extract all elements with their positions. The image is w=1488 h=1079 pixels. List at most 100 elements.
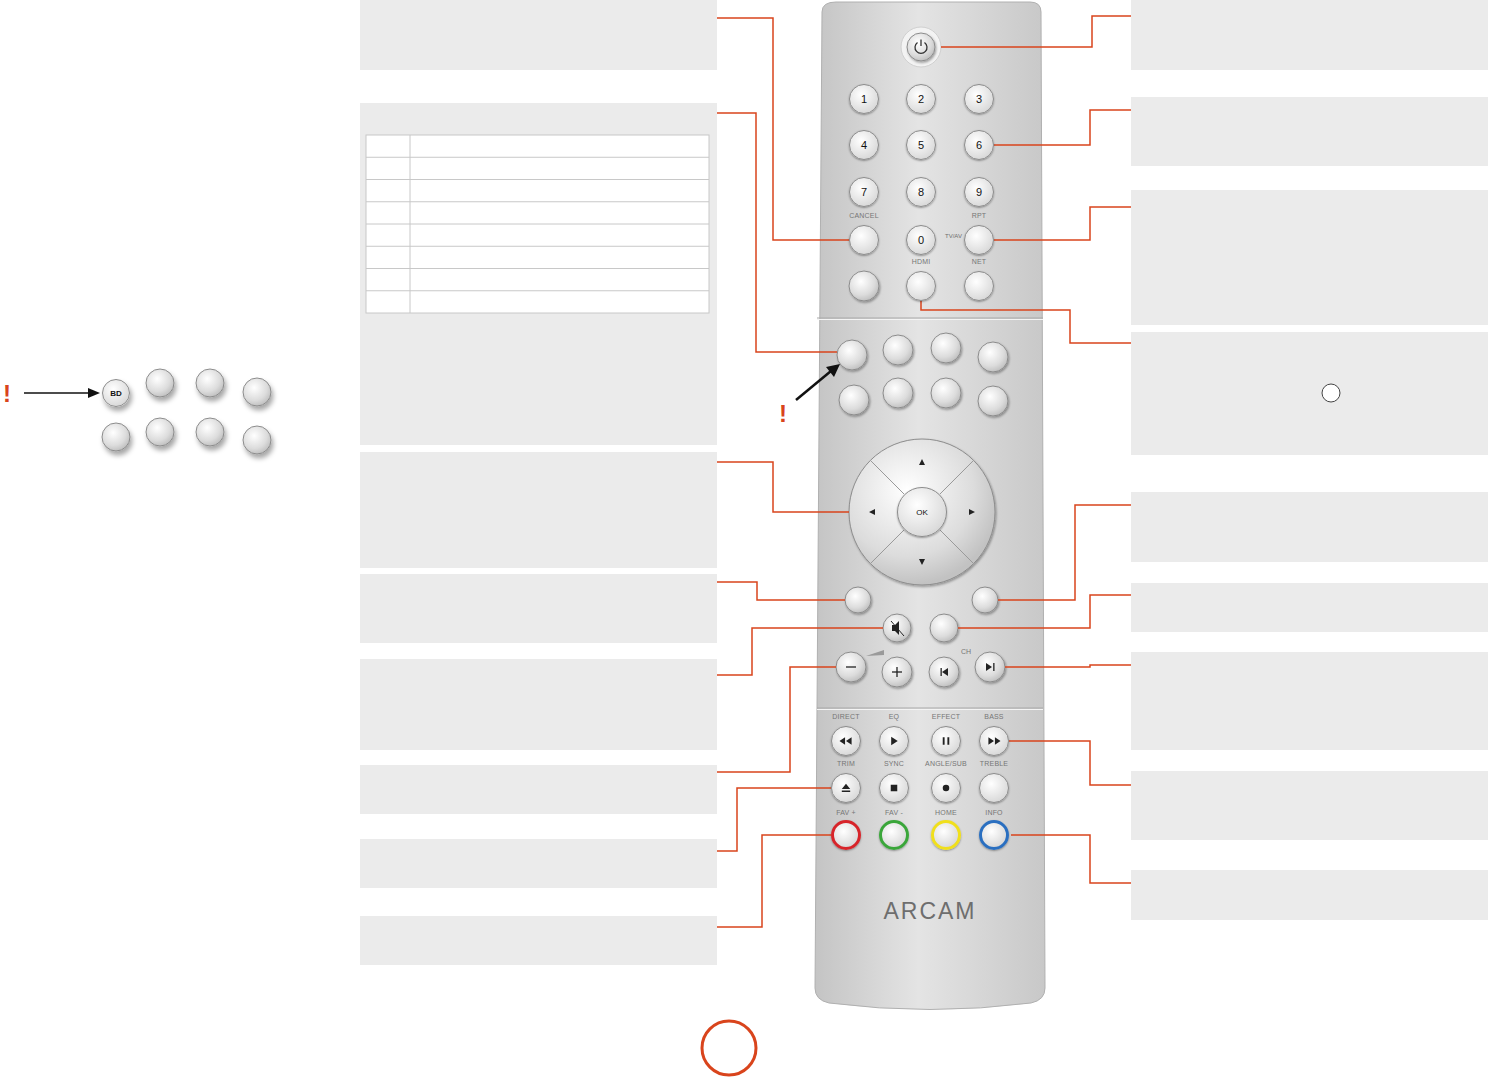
button-symbol	[980, 727, 1008, 755]
pointer-arrow	[88, 388, 100, 398]
remote-button	[883, 614, 911, 642]
panel-divider	[817, 319, 1043, 320]
button-caption: HOME	[935, 809, 957, 816]
leader-line	[717, 835, 831, 927]
button-label: 5	[918, 139, 924, 151]
button-caption: EFFECT	[932, 713, 960, 720]
red-button: FAV +	[831, 820, 861, 850]
power-button-ring	[901, 27, 941, 67]
source-button	[146, 369, 174, 397]
remote-button	[882, 657, 912, 687]
button-caption: HDMI	[912, 258, 931, 265]
remote-button	[839, 385, 869, 415]
button-symbol	[832, 727, 860, 755]
page-marker	[702, 1021, 756, 1075]
leader-line	[717, 462, 849, 512]
button-caption: TREBLE	[980, 760, 1008, 767]
callout-panel	[360, 103, 717, 445]
remote-button	[883, 335, 913, 365]
number-button: 4	[849, 130, 879, 160]
button-caption: EQ	[889, 713, 900, 720]
record-button: ANGLE/SUB	[931, 773, 961, 803]
power-symbol	[920, 40, 921, 47]
button-caption: ANGLE/SUB	[925, 760, 967, 767]
callout-panel	[360, 452, 717, 568]
leader-line	[941, 16, 1131, 47]
source-button: BD	[102, 379, 130, 407]
pointer-arrow	[24, 392, 90, 394]
callout-panel	[360, 659, 717, 750]
callout-panel	[1131, 583, 1488, 632]
remote-button	[978, 342, 1008, 372]
button-caption: BASS	[984, 713, 1003, 720]
leader-line	[958, 595, 1131, 628]
eject-button: TRIM	[831, 773, 861, 803]
callout-panel	[1131, 97, 1488, 166]
pause-button: EFFECT	[931, 726, 961, 756]
number-button: 3	[964, 84, 994, 114]
button-label: 8	[918, 186, 924, 198]
number-button: 2	[906, 84, 936, 114]
stop-button: SYNC	[879, 773, 909, 803]
button-label: 6	[976, 139, 982, 151]
remote-button	[837, 340, 867, 370]
leader-line	[1005, 665, 1131, 667]
button-label: 2	[918, 93, 924, 105]
leader-line	[994, 110, 1131, 145]
button-symbol	[932, 727, 960, 755]
leader-line	[1011, 835, 1131, 883]
button-label: 9	[976, 186, 982, 198]
ok-button: OK	[897, 487, 947, 537]
callout-panel	[360, 916, 717, 965]
panel-divider	[817, 708, 1043, 709]
remote-control: ARCAM123456789CANCEL0RPTHDMINETOKDIRECTE…	[812, 0, 1048, 1010]
empty-table	[366, 135, 709, 313]
leader-line	[717, 628, 883, 675]
panel-divider	[817, 709, 1043, 710]
callout-panel	[1131, 870, 1488, 920]
remote-body	[815, 2, 1045, 1010]
leader-line	[717, 788, 831, 851]
button-caption: TV/AV	[945, 233, 962, 239]
leader-line	[717, 113, 837, 352]
leader-line	[921, 301, 1131, 343]
callout-panel	[1131, 492, 1488, 562]
repeat-button: RPT	[964, 225, 994, 255]
leader-line	[998, 505, 1131, 600]
number-button: 6	[964, 130, 994, 160]
leader-line	[1009, 741, 1131, 785]
button-caption: TRIM	[837, 760, 855, 767]
button-caption: SYNC	[884, 760, 904, 767]
button-caption: CH	[961, 648, 971, 655]
button-symbol	[832, 774, 860, 802]
source-button	[243, 378, 271, 406]
source-button	[243, 426, 271, 454]
remote-button	[978, 386, 1008, 416]
callout-panel	[1131, 652, 1488, 750]
button-label: 7	[861, 186, 867, 198]
button-label: 1	[861, 93, 867, 105]
button-symbol	[1322, 384, 1340, 402]
remote-button	[931, 333, 961, 363]
button-caption: INFO	[985, 809, 1003, 816]
button-caption: FAV -	[885, 809, 903, 816]
green-button: FAV -	[879, 820, 909, 850]
button-symbol	[880, 774, 908, 802]
source-button	[146, 418, 174, 446]
leader-line	[717, 582, 845, 600]
number-button: 1	[849, 84, 879, 114]
button-caption: DIRECT	[832, 713, 859, 720]
number-button: 8	[906, 177, 936, 207]
callout-panel	[1131, 0, 1488, 70]
navigation-pad	[849, 439, 995, 585]
number-button: 0	[906, 225, 936, 255]
number-button: 9	[964, 177, 994, 207]
warning-mark: !	[779, 400, 787, 428]
panel-divider	[817, 318, 1043, 319]
yellow-button: HOME	[931, 820, 961, 850]
warning-mark: !	[3, 380, 11, 408]
leader-line	[994, 207, 1131, 240]
number-button: 5	[906, 130, 936, 160]
brand-name: ARCAM	[812, 898, 1048, 925]
leader-line	[717, 18, 849, 240]
